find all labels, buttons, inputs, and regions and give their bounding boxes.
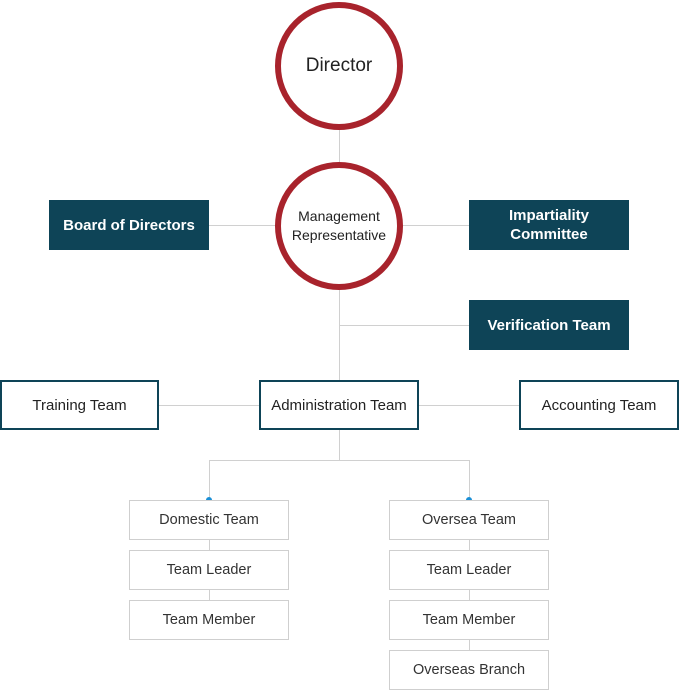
accounting-team-label: Accounting Team xyxy=(541,396,657,414)
connector-to-domestic xyxy=(209,460,210,500)
overseas-branch-label: Overseas Branch xyxy=(412,662,526,678)
administration-team-node: Administration Team xyxy=(259,380,419,430)
connector-to-verification xyxy=(339,325,469,326)
connector-representative-to-administration xyxy=(339,290,340,380)
overseas-branch-node: Overseas Branch xyxy=(389,650,549,690)
connector-administration-down xyxy=(339,430,340,460)
oversea-team-leader-node: Team Leader xyxy=(389,550,549,590)
connector-board-to-representative xyxy=(209,225,275,226)
domestic-team-leader-label: Team Leader xyxy=(166,562,252,578)
director-node: Director xyxy=(275,2,403,130)
oversea-team-leader-label: Team Leader xyxy=(426,562,512,578)
director-label: Director xyxy=(305,55,373,76)
board-of-directors-node: Board of Directors xyxy=(49,200,209,250)
domestic-team-node: Domestic Team xyxy=(129,500,289,540)
oversea-team-member-label: Team Member xyxy=(422,612,516,628)
training-team-label: Training Team xyxy=(32,396,127,414)
verification-team-node: Verification Team xyxy=(469,300,629,350)
impartiality-committee-node: Impartiality Committee xyxy=(469,200,629,250)
connector-to-overseas xyxy=(469,460,470,500)
accounting-team-node: Accounting Team xyxy=(519,380,679,430)
domestic-team-member-label: Team Member xyxy=(162,612,256,628)
management-representative-label: Management Representative xyxy=(291,208,387,243)
oversea-team-label: Oversea Team xyxy=(421,512,517,528)
training-team-node: Training Team xyxy=(0,380,159,430)
connector-overseas-column xyxy=(469,540,470,650)
administration-team-label: Administration Team xyxy=(271,396,407,414)
connector-representative-to-committee xyxy=(403,225,469,226)
connector-training-to-administration xyxy=(158,405,260,406)
verification-team-label: Verification Team xyxy=(487,316,611,334)
board-of-directors-label: Board of Directors xyxy=(63,216,195,234)
domestic-team-leader-node: Team Leader xyxy=(129,550,289,590)
oversea-team-member-node: Team Member xyxy=(389,600,549,640)
domestic-team-member-node: Team Member xyxy=(129,600,289,640)
domestic-team-label: Domestic Team xyxy=(159,512,259,528)
oversea-team-node: Oversea Team xyxy=(389,500,549,540)
impartiality-committee-label: Impartiality Committee xyxy=(508,207,590,243)
management-representative-node: Management Representative xyxy=(275,162,403,290)
connector-administration-to-accounting xyxy=(418,405,520,406)
connector-director-to-representative xyxy=(339,130,340,162)
connector-branch-horizontal xyxy=(209,460,469,461)
